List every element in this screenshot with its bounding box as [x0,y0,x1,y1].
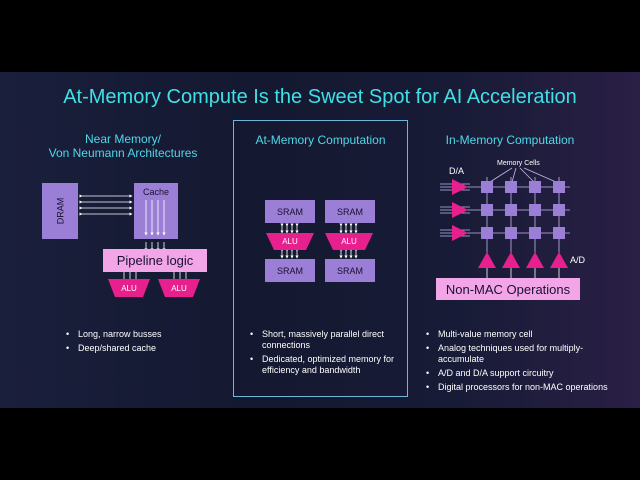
near-alu-1-label: ALU [121,284,137,293]
at-alu-1-label: ALU [282,237,298,246]
at-memory-heading: At-Memory Computation [255,133,386,147]
slide-title: At-Memory Compute Is the Sweet Spot for … [63,86,577,108]
at-bullet-2: Dedicated, optimized memory for efficien… [248,354,398,376]
pipeline-logic-block: Pipeline logic [103,249,207,272]
at-alu-2-label: ALU [341,237,357,246]
near-memory-arrows [79,167,570,297]
da-label: D/A [449,166,465,176]
dram-block: DRAM [42,183,78,239]
near-bullet-1: Long, narrow busses [64,329,224,340]
in-bullet-1: Multi-value memory cell [424,329,609,340]
sram-block-3: SRAM [265,259,315,282]
cache-block: Cache [134,183,178,239]
in-bullet-3: A/D and D/A support circuitry [424,368,609,379]
near-memory-heading: Near Memory/ Von Neumann Architectures [28,132,218,160]
sram-block-2: SRAM [325,200,375,223]
in-memory-heading: In-Memory Computation [445,133,575,147]
in-bullet-2: Analog techniques used for multiply-accu… [424,343,609,365]
ad-label: A/D [570,255,586,265]
non-mac-operations-block: Non-MAC Operations [436,278,580,300]
cache-label: Cache [142,187,169,197]
in-memory-bullets: Multi-value memory cell Analog technique… [424,329,609,396]
near-heading-line2: Von Neumann Architectures [48,146,198,160]
in-bullet-4: Digital processors for non-MAC operation… [424,382,609,393]
sram-block-4: SRAM [325,259,375,282]
at-memory-bullets: Short, massively parallel direct connect… [248,329,398,379]
at-bullet-1: Short, massively parallel direct connect… [248,329,398,351]
at-memory-highlight-frame [233,120,408,397]
memory-cells-label: Memory Cells [497,160,540,167]
near-alu-2-label: ALU [171,284,187,293]
near-bullet-2: Deep/shared cache [64,343,224,354]
slide: At-Memory Compute Is the Sweet Spot for … [0,72,640,408]
sram-block-1: SRAM [265,200,315,223]
near-heading-line1: Near Memory/ [84,132,161,146]
near-memory-bullets: Long, narrow busses Deep/shared cache [64,329,224,357]
